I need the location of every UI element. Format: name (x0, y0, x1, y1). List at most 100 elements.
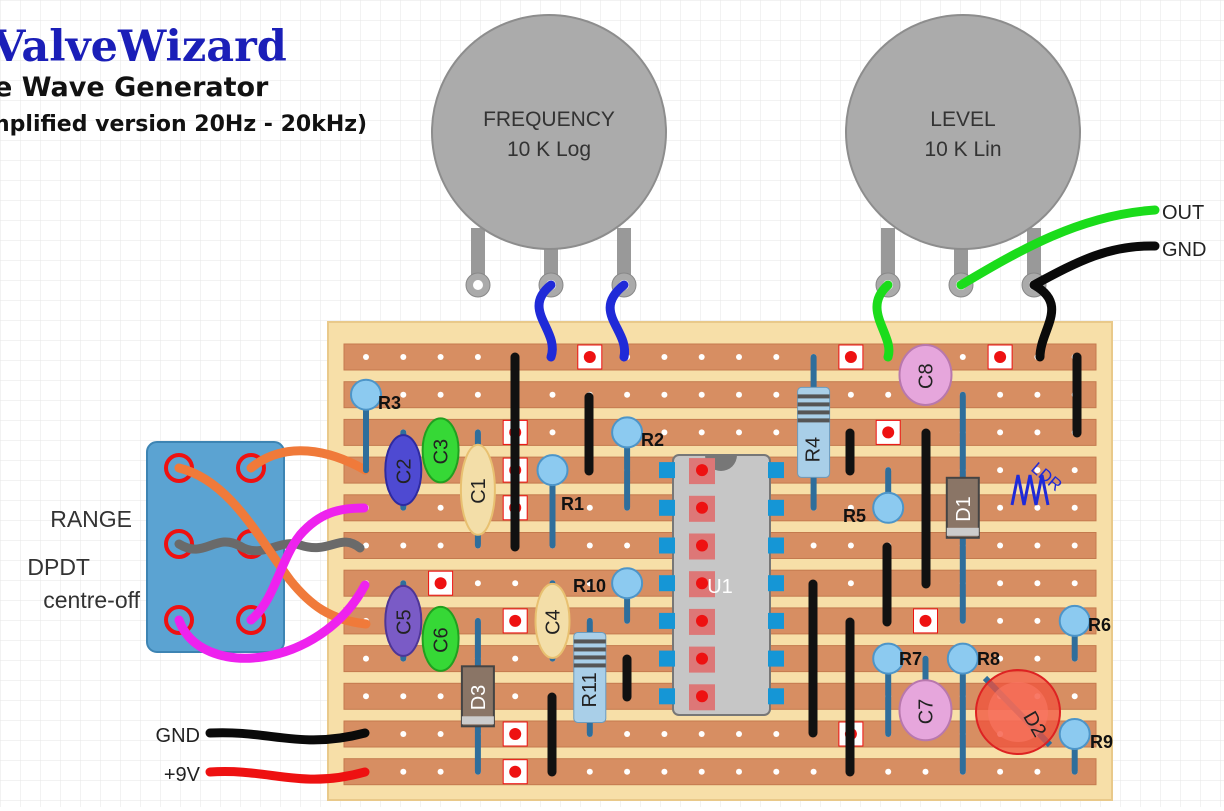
strip-hole (736, 768, 742, 775)
switch-label-dpdt: DPDT (27, 554, 90, 580)
component-label: C7 (916, 699, 938, 725)
strip-hole (437, 354, 444, 360)
ic-pin (659, 650, 675, 667)
strip-hole (549, 429, 556, 436)
copper-strip (343, 343, 1097, 371)
power-wires (205, 728, 370, 784)
resistor-standing (611, 567, 644, 600)
copper-strip (343, 418, 1097, 446)
led-d2: D2 (975, 669, 1061, 755)
capacitor-body (421, 605, 460, 672)
strip-hole (624, 542, 631, 549)
strip-hole (1034, 467, 1041, 474)
ic-cut-mark (696, 464, 708, 477)
gnd-power-label: GND (156, 725, 200, 747)
strip-hole (1071, 504, 1078, 511)
strip-hole (400, 693, 407, 700)
wire-9v (205, 767, 370, 784)
capacitor-body (898, 679, 953, 742)
resistor-standing (872, 491, 905, 524)
track-cut-mark (509, 614, 522, 627)
track-cut-mark (882, 426, 895, 439)
resistor-band (797, 410, 830, 415)
strip-hole (698, 429, 705, 436)
ic-pin (768, 688, 784, 705)
wire-out (956, 205, 1160, 290)
strip-hole (773, 429, 780, 436)
ic-pin (659, 537, 675, 554)
resistor-body (797, 386, 831, 478)
diode-band (946, 527, 979, 536)
strip-hole (1034, 580, 1041, 587)
pot-lug-hole (473, 280, 483, 290)
strip-hole (773, 768, 780, 775)
strip-hole (1034, 617, 1041, 624)
capacitor-body (421, 417, 460, 484)
component-label: R1 (561, 494, 584, 514)
wire-magenta (246, 503, 369, 625)
strip-hole (512, 580, 519, 587)
component-label: C4 (543, 609, 565, 635)
strip-hole (736, 429, 742, 436)
strip-hole (736, 731, 742, 737)
strip-hole (586, 768, 593, 775)
ic-pin (659, 575, 675, 592)
strip-hole (624, 768, 631, 775)
strip-hole (474, 391, 481, 398)
strip-hole (549, 391, 556, 398)
strip-hole (773, 354, 780, 360)
strip-hole (363, 655, 369, 662)
resistor-band (797, 394, 830, 399)
ic-cut-mark (696, 539, 708, 552)
strip-hole (885, 768, 892, 775)
pot-value: 10 K Lin (924, 138, 1001, 161)
strip-hole (1034, 429, 1041, 436)
component-label: C3 (431, 439, 453, 465)
ic-cut-mark (696, 690, 708, 703)
ic-label: U1 (707, 576, 733, 598)
resistor-band (797, 402, 830, 407)
pot-body (845, 14, 1081, 250)
track-cut-mark (994, 351, 1007, 363)
component-label: R9 (1090, 732, 1113, 752)
strip-hole (661, 768, 668, 775)
ic-u1[interactable]: U1 (659, 454, 784, 716)
resistor-standing (946, 642, 979, 675)
brand-title: ValveWizard (0, 22, 287, 72)
strip-hole (400, 391, 407, 398)
resistor-band (573, 663, 606, 668)
wire-gnd (205, 728, 370, 745)
project-title: e Wave Generator (0, 72, 269, 103)
strip-hole (885, 391, 892, 398)
strip-hole (698, 391, 705, 398)
diode-band (461, 716, 494, 725)
strip-hole (773, 731, 780, 737)
strip-hole (512, 655, 519, 662)
jumper-links (510, 352, 1082, 777)
component-label: D1 (953, 496, 975, 522)
pot-value: 10 K Log (507, 138, 591, 161)
track-cut-mark (583, 351, 596, 363)
capacitor-body (898, 344, 953, 406)
strip-hole (997, 429, 1004, 436)
strip-hole (997, 768, 1004, 775)
ic-cut-mark (696, 614, 708, 627)
strip-hole (624, 731, 631, 737)
wire-blue (534, 280, 557, 362)
strip-hole (363, 693, 369, 700)
strip-hole (661, 731, 668, 737)
component-label: R5 (843, 506, 866, 526)
capacitor-body (384, 584, 423, 657)
strip-hole (1071, 467, 1078, 474)
switch-label: RANGE DPDT centre-off (27, 506, 140, 613)
pot-level[interactable]: LEVEL 10 K Lin (845, 14, 1081, 298)
strip-hole (400, 354, 407, 360)
strip-hole (847, 504, 854, 511)
component-label: R2 (641, 430, 664, 450)
component-label: R7 (899, 649, 922, 669)
strip-hole (437, 504, 444, 511)
strip-hole (1034, 391, 1041, 398)
strip-hole (922, 768, 929, 775)
strip-hole (698, 354, 705, 360)
